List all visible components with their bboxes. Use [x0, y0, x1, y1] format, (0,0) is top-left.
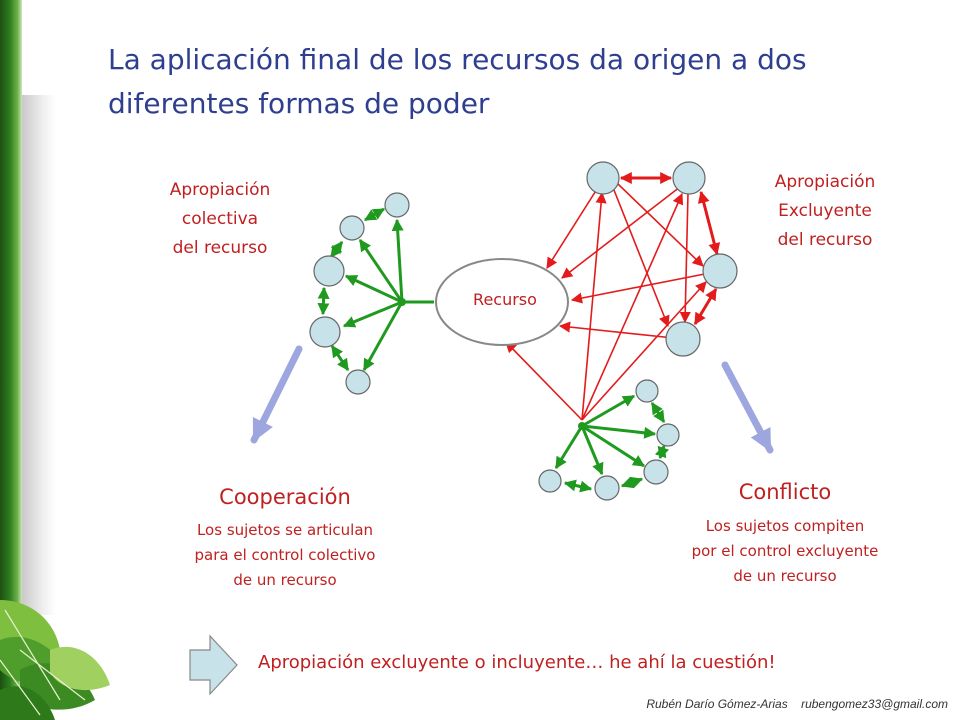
arrow-bhub-n2: [581, 424, 657, 439]
red-thin-arrows: [505, 177, 721, 421]
arrow-hub-n1: [391, 218, 404, 303]
arrow-hub-n4: [342, 300, 403, 328]
conflicto-description: Los sujetos compiten por el control excl…: [655, 514, 915, 589]
arrow-b3-b4: [620, 476, 644, 489]
node-b5: [538, 469, 562, 493]
left-green-nodes: [309, 192, 410, 395]
arrow-b2-b3: [654, 444, 670, 460]
arrow-n2-n1: [363, 207, 386, 222]
description-line: Los sujetos se articulan: [196, 521, 374, 539]
block-arrow-icon: [189, 634, 238, 696]
arrow-b-d: [679, 192, 691, 324]
red-thick-arrows: [619, 172, 721, 326]
arrow-to-conflicto: [721, 361, 774, 454]
bottom-hub-dot: [578, 422, 586, 430]
node-b3: [643, 459, 669, 485]
arrow-b1-b2: [650, 401, 666, 424]
label-line: del recurso: [777, 230, 873, 250]
left-green-cluster: [317, 207, 434, 372]
arrow-c-recurso: [570, 270, 721, 304]
cooperacion-heading: Cooperación: [219, 485, 351, 509]
bottom-green-cluster: [554, 394, 670, 493]
arrow-bhub-n4: [580, 425, 604, 476]
arrow-to-cooperacion: [250, 345, 303, 444]
slide-title: La aplicación final de los recursos da o…: [108, 43, 807, 120]
node-b: [672, 161, 706, 195]
arrow-a-d: [609, 179, 670, 328]
footer-credit: Rubén Darío Gómez-Arias rubengomez33@gma…: [636, 697, 948, 711]
recurso-label: Recurso: [473, 290, 537, 309]
arrow-g-b: [581, 192, 684, 421]
left-hub-dot: [398, 298, 406, 306]
label-line: Apropiación: [169, 180, 271, 200]
label-line: Excluyente: [778, 201, 872, 221]
red-graph-nodes: [586, 161, 738, 357]
arrow-g-recurso: [505, 341, 583, 421]
arrow-g-a: [581, 191, 607, 421]
lavender-arrows: [250, 345, 774, 454]
leaf-decoration-icon: [0, 600, 110, 720]
arrow-bhub-n5: [554, 425, 584, 470]
node-a: [586, 161, 620, 195]
node-l4: [309, 316, 341, 348]
label-line: colectiva: [181, 209, 259, 229]
arrow-b4-b5: [563, 479, 593, 493]
description-line: de un recurso: [233, 571, 337, 589]
arrow-a-c: [617, 183, 704, 267]
arrow-n3-n4: [317, 286, 330, 316]
arrow-b-recurso: [561, 179, 690, 279]
bottom-ring-arrows: [563, 401, 670, 493]
footer-email[interactable]: rubengomez33@gmail.com: [801, 697, 948, 711]
arrow-n3-n2: [329, 241, 344, 258]
description-line: de un recurso: [733, 567, 837, 585]
cooperacion-description: Los sujetos se articulan para el control…: [160, 518, 410, 593]
description-line: para el control colectivo: [194, 546, 376, 564]
node-l2: [339, 215, 365, 241]
arrow-hub-n3: [344, 274, 403, 304]
ring-arrows: [317, 207, 386, 371]
node-b2: [656, 423, 680, 447]
arrow-n4-n5: [330, 345, 350, 371]
arrow-b-c: [697, 190, 721, 256]
description-line: por el control excluyente: [691, 542, 879, 560]
bottom-green-nodes: [538, 379, 680, 501]
arrow-hub-n2: [358, 239, 404, 303]
footer-author: Rubén Darío Gómez-Arias: [646, 697, 788, 711]
arrow-hub-n5: [362, 301, 404, 372]
hub-arrows: [342, 218, 404, 372]
node-l3: [313, 255, 345, 287]
arrow-c-d: [693, 287, 718, 326]
left-decor-bar: [0, 0, 22, 720]
node-l1: [384, 192, 410, 218]
recurso-ellipse: [435, 258, 569, 346]
bottom-hub-arrows: [554, 394, 657, 476]
node-b1: [635, 379, 659, 403]
label-line: del recurso: [172, 238, 268, 258]
node-b4: [594, 475, 620, 501]
node-l5: [345, 369, 371, 395]
label-apropiacion-excluyente: Apropiación Excluyente del recurso: [745, 168, 905, 255]
conflicto-heading: Conflicto: [738, 480, 832, 504]
arrow-bhub-n1: [581, 394, 636, 428]
label-line: Apropiación: [774, 172, 876, 192]
left-decor-shade: [22, 95, 56, 615]
arrow-g-c: [581, 281, 707, 421]
node-c: [702, 253, 738, 289]
arrow-bhub-n3: [581, 424, 646, 468]
label-apropiacion-colectiva: Apropiación colectiva del recurso: [140, 176, 300, 263]
node-d: [665, 321, 701, 357]
arrow-a-recurso: [546, 177, 605, 269]
bottom-statement: Apropiación excluyente o incluyente… he …: [258, 652, 776, 673]
description-line: Los sujetos compiten: [705, 517, 865, 535]
